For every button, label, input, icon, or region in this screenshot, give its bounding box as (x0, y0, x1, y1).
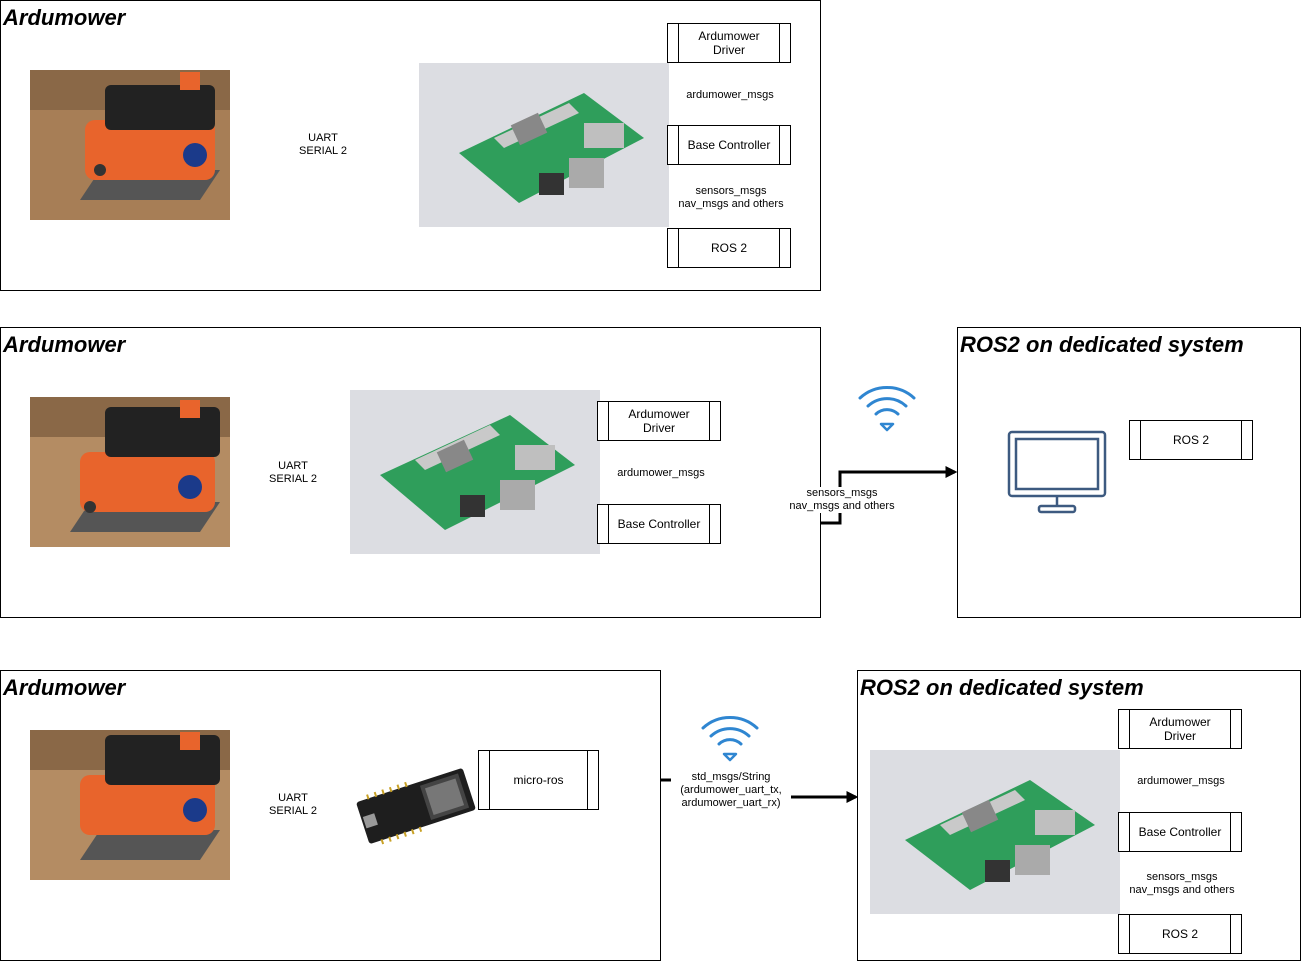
raspberry-pi-photo-2 (350, 390, 600, 554)
frame-title: Ardumower (3, 5, 126, 30)
micro-ros-node: micro-ros (478, 750, 599, 810)
ardumower-msgs-label-2: ardumower_msgs (613, 467, 709, 480)
esp32-board-icon (356, 768, 476, 845)
sensor-msgs-label-1: sensors_msgs nav_msgs and others (673, 185, 789, 211)
base-controller-node: Base Controller (1118, 812, 1242, 852)
uart-label-1: UART SERIAL 2 (293, 132, 353, 158)
ardumower-driver-node: Ardumower Driver (667, 23, 791, 63)
monitor-icon (1007, 430, 1107, 514)
ardumower-robot-photo (30, 730, 230, 880)
wifi-icon (701, 716, 759, 762)
raspberry-pi-photo-3 (870, 750, 1120, 914)
uart-label-2: UART SERIAL 2 (263, 460, 323, 486)
frame-title: Ardumower (3, 675, 126, 700)
frame-title: ROS2 on dedicated system (960, 332, 1244, 357)
frame-title: ROS2 on dedicated system (860, 675, 1144, 700)
ros2-dedicated-frame-2: ROS2 on dedicated system (957, 327, 1301, 618)
sensor-msgs-label-3: sensors_msgs nav_msgs and others (1124, 871, 1240, 897)
ardumower-robot-photo (30, 70, 230, 220)
ardumower-msgs-label-1: ardumower_msgs (682, 89, 778, 102)
ros2-node: ROS 2 (1118, 914, 1242, 954)
ros2-node: ROS 2 (1129, 420, 1253, 460)
ardumower-robot-photo (30, 397, 230, 547)
std-msgs-link-label: std_msgs/String (ardumower_uart_tx, ardu… (671, 771, 791, 810)
ardumower-driver-node: Ardumower Driver (597, 401, 721, 441)
sensor-msgs-link-label: sensors_msgs nav_msgs and others (784, 487, 900, 513)
ardumower-msgs-label-3: ardumower_msgs (1133, 775, 1229, 788)
base-controller-node: Base Controller (667, 125, 791, 165)
ardumower-driver-node: Ardumower Driver (1118, 709, 1242, 749)
frame-title: Ardumower (3, 332, 126, 357)
base-controller-node: Base Controller (597, 504, 721, 544)
raspberry-pi-photo-1 (419, 63, 669, 227)
ros2-node: ROS 2 (667, 228, 791, 268)
wifi-icon (858, 386, 916, 432)
uart-label-3: UART SERIAL 2 (263, 792, 323, 818)
